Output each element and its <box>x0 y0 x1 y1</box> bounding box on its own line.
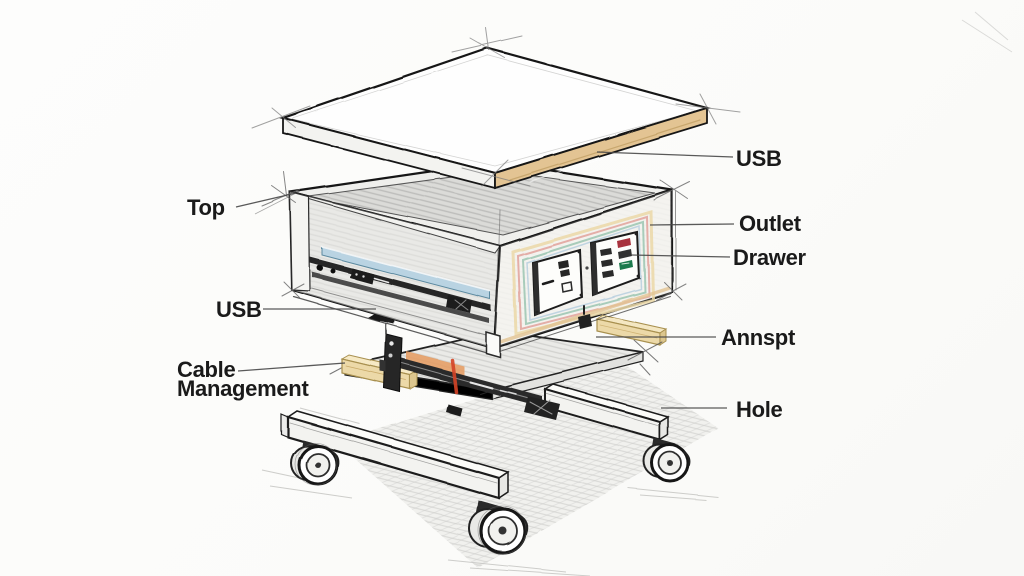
caster-left <box>290 440 340 486</box>
label-annspt: Annspt <box>721 325 795 350</box>
label-top: Top <box>187 195 225 220</box>
support-post <box>485 331 501 358</box>
leader-usb-right <box>596 151 734 158</box>
cabinet-right-face <box>492 188 674 353</box>
panel-recess-frame <box>511 210 655 336</box>
hanging-clamp <box>578 305 592 329</box>
support-bar <box>595 314 668 346</box>
label-outlet: Outlet <box>739 211 801 236</box>
clamp-bracket <box>380 333 403 393</box>
base-beam-left <box>280 410 510 500</box>
leader-lines <box>235 151 735 409</box>
dark-button <box>618 249 632 259</box>
caster-right <box>643 438 691 483</box>
drawer-slide-rail <box>398 351 560 420</box>
label-cable-management: Cable Management <box>177 357 309 401</box>
tabletop-sketch <box>251 27 741 190</box>
leader-outlet <box>649 223 735 226</box>
outlet-panel <box>531 248 584 317</box>
leader-drawer <box>630 254 731 258</box>
cabinet-open-front <box>288 190 502 355</box>
drawer-slides <box>309 246 491 337</box>
tabletop-construction-marks <box>251 27 741 187</box>
label-usb-left: USB <box>216 297 262 322</box>
label-hole: Hole <box>736 397 783 422</box>
base-frame <box>280 383 691 555</box>
green-button <box>619 260 633 270</box>
caster-middle <box>468 500 529 555</box>
cabinet-construction-marks <box>261 171 691 347</box>
paper-stray-marks <box>961 11 1013 53</box>
cabinet-sketch <box>261 160 691 358</box>
shelf-sketch <box>329 302 668 420</box>
leader-cable-management <box>237 362 346 372</box>
label-drawer: Drawer <box>733 245 806 270</box>
red-button <box>617 238 631 248</box>
usb-panel <box>589 230 641 297</box>
label-usb-right: USB <box>736 146 782 171</box>
leader-top <box>235 192 297 208</box>
